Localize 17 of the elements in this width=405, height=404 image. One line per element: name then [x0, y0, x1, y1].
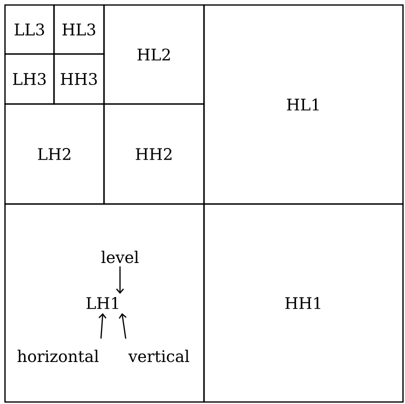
text-label: vertical	[128, 350, 190, 362]
grid-cell: HL3	[53, 4, 105, 55]
grid-cell: HH1	[203, 203, 404, 403]
grid-cell: HL2	[103, 4, 205, 105]
arrow	[116, 266, 124, 294]
grid-cell: HH2	[103, 103, 205, 205]
grid-cell: HL1	[203, 4, 404, 205]
text-label: LH1	[86, 297, 118, 309]
grid-cell: HH3	[53, 53, 105, 105]
grid-cell: LH3	[4, 53, 55, 105]
arrow	[98, 313, 106, 339]
grid-cell: LH2	[4, 103, 105, 205]
arrow	[118, 313, 127, 339]
grid-cell	[4, 203, 205, 403]
text-label: horizontal	[18, 350, 99, 362]
text-label: level	[101, 250, 139, 264]
grid-cell: LL3	[4, 4, 55, 55]
